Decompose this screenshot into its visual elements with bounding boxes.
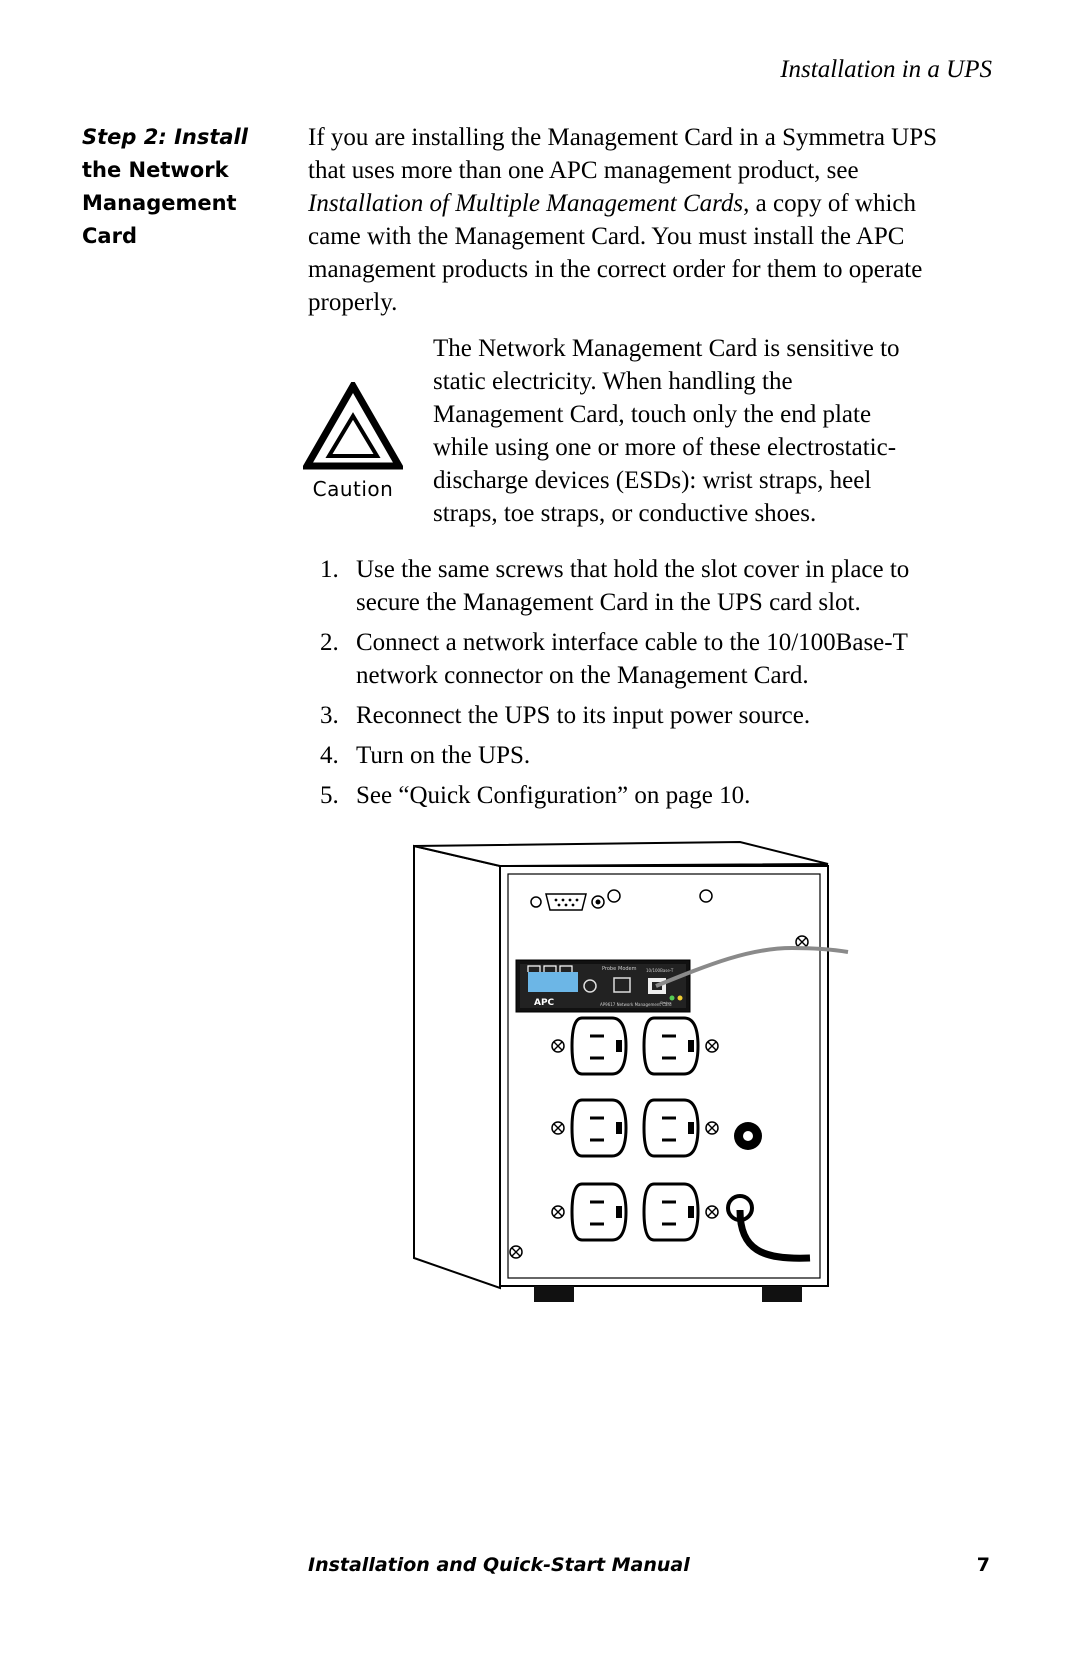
intro-line: properly. bbox=[308, 289, 398, 316]
card-brand-label: APC bbox=[534, 998, 555, 1008]
intro-line: management products in the correct order… bbox=[308, 256, 923, 283]
caution-triangle-icon bbox=[300, 378, 406, 470]
ac-outlet-icon bbox=[642, 1016, 700, 1076]
caution-line: Management Card, touch only the end plat… bbox=[433, 401, 872, 428]
ac-outlet-icon bbox=[570, 1182, 628, 1242]
outlet-group bbox=[551, 1016, 719, 1242]
intro-paragraph: If you are installing the Management Car… bbox=[308, 121, 1008, 319]
card-status-label: Status bbox=[660, 1001, 671, 1005]
step-heading-line: the Network bbox=[82, 158, 229, 182]
screw-icon bbox=[551, 1205, 565, 1219]
page-number: 7 bbox=[976, 1554, 990, 1576]
step-text: Turn on the UPS. bbox=[356, 742, 531, 769]
screw-icon bbox=[551, 1121, 565, 1135]
card-network-label: 10/100Base-T bbox=[646, 968, 674, 973]
ac-outlet-icon bbox=[570, 1098, 628, 1158]
step-number: 5. bbox=[320, 782, 339, 809]
ac-outlet-icon bbox=[642, 1182, 700, 1242]
intro-line: came with the Management Card. You must … bbox=[308, 223, 905, 250]
footer-title: Installation and Quick-Start Manual bbox=[308, 1554, 690, 1576]
step-heading-line: Step 2: Install bbox=[82, 125, 248, 149]
caution-label: Caution bbox=[312, 477, 394, 501]
intro-line: Installation of Multiple Management Card… bbox=[308, 187, 1008, 220]
step-number: 1. bbox=[320, 556, 339, 583]
step-item: 5. See “Quick Configuration” on page 10. bbox=[320, 779, 909, 812]
step-number: 3. bbox=[320, 702, 339, 729]
screw-icon bbox=[509, 1245, 523, 1259]
step-item: 2. Connect a network interface cable to … bbox=[320, 626, 909, 692]
ac-outlet-icon bbox=[642, 1098, 700, 1158]
screw-icon bbox=[705, 1205, 719, 1219]
card-probe-label: Probe bbox=[602, 966, 616, 972]
caution-line: discharge devices (ESDs): wrist straps, … bbox=[433, 467, 872, 494]
document-reference: Installation of Multiple Management Card… bbox=[308, 190, 744, 217]
caution-line: static electricity. When handling the bbox=[433, 368, 793, 395]
card-modem-label: Modem bbox=[618, 966, 637, 972]
step-text: Use the same screws that hold the slot c… bbox=[356, 556, 910, 583]
step-text: See “Quick Configuration” on page 10. bbox=[356, 782, 751, 809]
step-number: 4. bbox=[320, 742, 339, 769]
step-text: network connector on the Management Card… bbox=[356, 662, 809, 689]
screw-icon bbox=[705, 1121, 719, 1135]
running-header: Installation in a UPS bbox=[780, 56, 992, 83]
ups-rear-panel-illustration: APC Probe Modem 10/100Base-T AP9617 Netw… bbox=[413, 840, 849, 1302]
caution-line: while using one or more of these electro… bbox=[433, 434, 897, 461]
management-card: APC Probe Modem 10/100Base-T AP9617 Netw… bbox=[515, 959, 691, 1013]
intro-line: that uses more than one APC management p… bbox=[308, 157, 859, 184]
installation-steps: 1. Use the same screws that hold the slo… bbox=[320, 553, 909, 819]
screw-icon bbox=[551, 1039, 565, 1053]
step-text: secure the Management Card in the UPS ca… bbox=[356, 589, 861, 616]
screw-icon bbox=[705, 1039, 719, 1053]
step-text: Connect a network interface cable to the… bbox=[356, 629, 908, 656]
step-item: 1. Use the same screws that hold the slo… bbox=[320, 553, 909, 619]
intro-line: If you are installing the Management Car… bbox=[308, 124, 938, 151]
step-item: 4. Turn on the UPS. bbox=[320, 739, 909, 772]
caution-icon-group: Caution bbox=[300, 378, 406, 501]
step-text: Reconnect the UPS to its input power sou… bbox=[356, 702, 811, 729]
card-name-label: AP9617 Network Management Card bbox=[600, 1002, 672, 1007]
intro-line-rest: , a copy of which bbox=[743, 190, 917, 217]
caution-text: The Network Management Card is sensitive… bbox=[433, 332, 900, 530]
caution-line: The Network Management Card is sensitive… bbox=[433, 335, 900, 362]
step-heading-line: Card bbox=[82, 224, 137, 248]
ac-outlet-icon bbox=[570, 1016, 628, 1076]
caution-line: straps, toe straps, or conductive shoes. bbox=[433, 500, 817, 527]
step-item: 3. Reconnect the UPS to its input power … bbox=[320, 699, 909, 732]
caution-notice: Caution The Network Management Card is s… bbox=[300, 332, 1023, 534]
step-heading: Step 2: Install the Network Management C… bbox=[82, 121, 282, 253]
step-heading-line: Management bbox=[82, 191, 237, 215]
step-number: 2. bbox=[320, 629, 339, 656]
